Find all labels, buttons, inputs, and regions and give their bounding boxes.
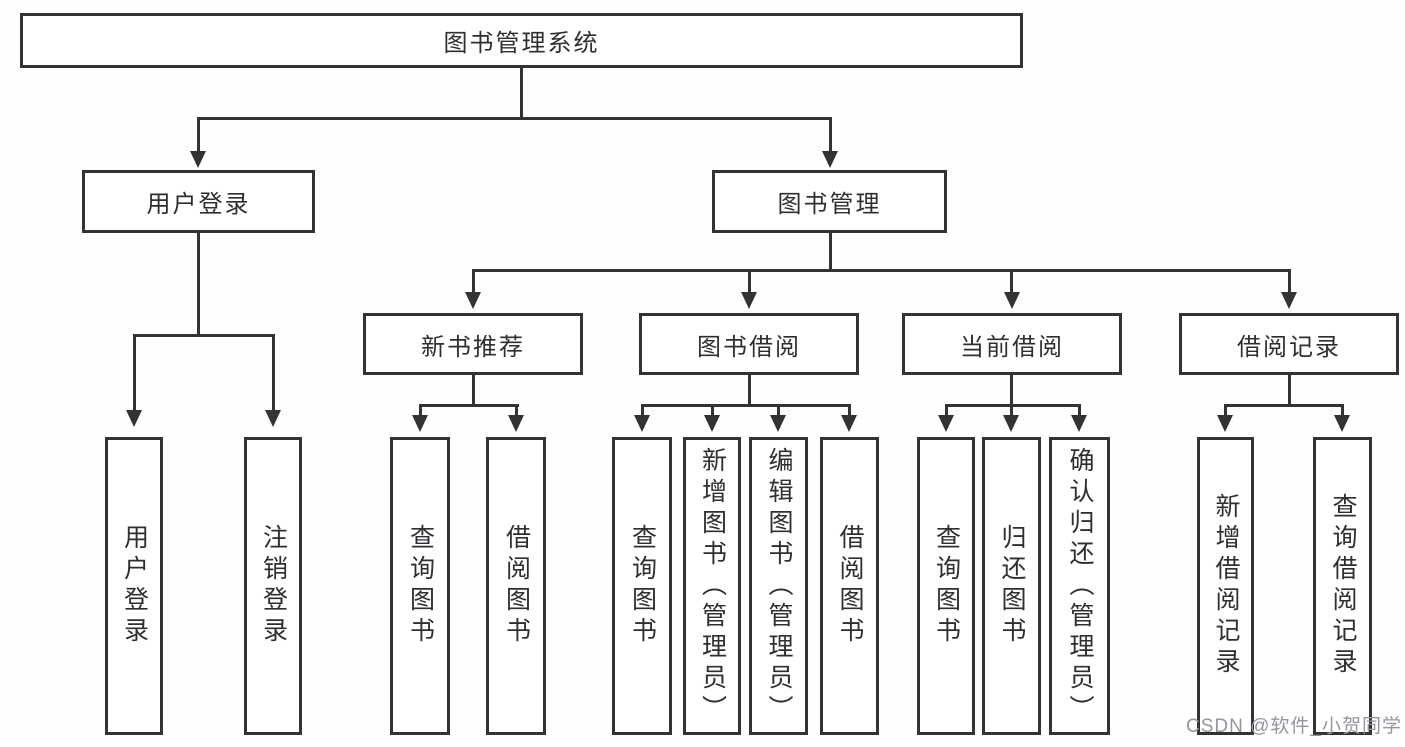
leaf-label: 查询图书 (406, 524, 435, 648)
node-new-book-recommend: 新书推荐 (363, 313, 583, 375)
node-root: 图书管理系统 (20, 13, 1023, 68)
leaf-confirm-return-admin: 确认归还（管理员） (1049, 437, 1110, 735)
arrowhead (938, 415, 954, 432)
node-user-login-label: 用户登录 (146, 191, 251, 218)
connector-line (711, 404, 714, 416)
node-borrowing-records: 借阅记录 (1179, 313, 1399, 375)
node-user-login: 用户登录 (82, 170, 315, 233)
connector-line (1288, 375, 1291, 406)
node-book-management: 图书管理 (712, 170, 947, 233)
leaf-query-borrow-record: 查询借阅记录 (1313, 437, 1372, 735)
leaf-query-books-current: 查询图书 (917, 437, 975, 735)
connector-line (829, 233, 832, 270)
arrowhead (1217, 415, 1233, 432)
leaf-label: 注销登录 (259, 524, 288, 648)
arrowhead (822, 151, 838, 168)
arrowhead (190, 151, 206, 168)
connector-line (419, 404, 422, 416)
connector-line (945, 404, 948, 416)
arrowhead (1004, 292, 1020, 309)
leaf-query-books-recommend: 查询图书 (390, 437, 450, 735)
leaf-label: 归还图书 (998, 524, 1026, 648)
arrowhead (1071, 415, 1087, 432)
node-current-borrowing-label: 当前借阅 (960, 333, 1064, 361)
arrowhead (465, 292, 481, 309)
connector-line (1288, 269, 1291, 294)
connector-line (777, 404, 780, 416)
connector-line (1010, 269, 1013, 294)
watermark: CSDN @软件_小贺同学 (1186, 716, 1402, 737)
leaf-label: 借阅图书 (502, 524, 531, 648)
connector-line (641, 404, 851, 407)
node-book-borrowing-label: 图书借阅 (697, 333, 801, 361)
leaf-user-login: 用户登录 (105, 437, 163, 735)
arrowhead (1334, 415, 1350, 432)
arrowhead (412, 415, 428, 432)
arrowhead (704, 415, 720, 432)
arrowhead (841, 415, 857, 432)
leaf-label: 查询图书 (932, 524, 961, 648)
leaf-label: 查询借阅记录 (1329, 493, 1357, 679)
arrowhead (126, 410, 142, 427)
connector-line (472, 269, 1291, 272)
node-current-borrowing: 当前借阅 (902, 313, 1122, 375)
connector-line (848, 404, 851, 416)
connector-line (748, 269, 751, 294)
arrowhead (741, 292, 757, 309)
arrowhead (770, 415, 786, 432)
leaf-label: 用户登录 (120, 524, 149, 648)
arrowhead (265, 410, 281, 427)
connector-line (197, 233, 200, 335)
leaf-label: 新增借阅记录 (1212, 493, 1240, 679)
leaf-return-book: 归还图书 (982, 437, 1041, 735)
arrowhead (508, 415, 524, 432)
connector-line (197, 117, 200, 153)
connector-line (133, 334, 136, 412)
connector-line (272, 334, 275, 412)
connector-line (945, 404, 1081, 407)
leaf-add-book-admin: 新增图书（管理员） (683, 437, 741, 735)
connector-line (472, 269, 475, 294)
connector-line (472, 375, 475, 406)
leaf-label: 借阅图书 (836, 524, 864, 648)
leaf-label: 编辑图书（管理员） (765, 446, 793, 726)
connector-line (1341, 404, 1344, 416)
connector-line (1224, 404, 1227, 416)
node-book-borrowing: 图书借阅 (639, 313, 859, 375)
connector-line (419, 404, 519, 407)
leaf-add-borrow-record: 新增借阅记录 (1197, 437, 1254, 735)
arrowhead (634, 415, 650, 432)
leaf-borrow-books-recommend: 借阅图书 (486, 437, 546, 735)
arrowhead (1003, 415, 1019, 432)
connector-line (748, 375, 751, 406)
connector-line (829, 117, 832, 153)
connector-line (1010, 375, 1013, 406)
leaf-label: 确认归还（管理员） (1066, 446, 1094, 726)
node-new-book-recommend-label: 新书推荐 (421, 333, 525, 361)
connector-line (515, 404, 518, 416)
connector-line (641, 404, 644, 416)
node-root-label: 图书管理系统 (443, 30, 600, 57)
arrowhead (1281, 292, 1297, 309)
connector-line (133, 334, 275, 337)
leaf-query-books-borrowing: 查询图书 (612, 437, 672, 735)
leaf-edit-book-admin: 编辑图书（管理员） (749, 437, 808, 735)
node-borrowing-records-label: 借阅记录 (1237, 333, 1341, 361)
connector-line (520, 68, 523, 118)
connector-line (197, 117, 832, 120)
leaf-label: 新增图书（管理员） (698, 446, 727, 726)
connector-line (1078, 404, 1081, 416)
connector-line (1224, 404, 1344, 407)
leaf-borrow-books-borrowing: 借阅图书 (820, 437, 879, 735)
node-book-management-label: 图书管理 (777, 191, 882, 218)
leaf-label: 查询图书 (628, 524, 657, 648)
leaf-logout: 注销登录 (244, 437, 302, 735)
connector-line (1010, 404, 1013, 416)
